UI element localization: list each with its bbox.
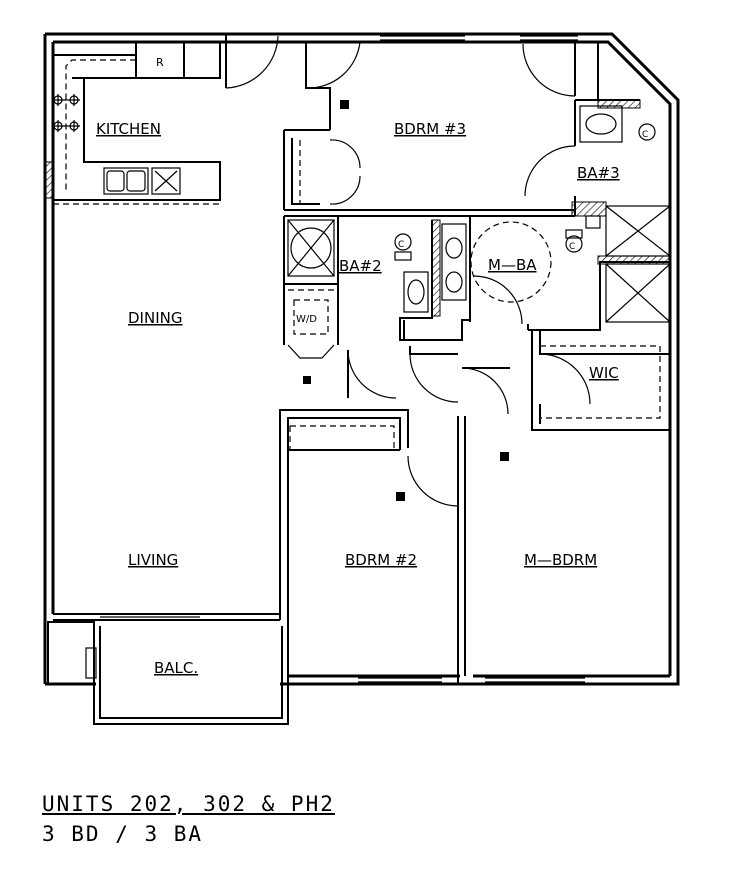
- bed-bath-caption: 3 BD / 3 BA: [42, 822, 204, 846]
- room-label-bedroom-2: BDRM #2: [345, 551, 417, 569]
- kitchen-sink-icon: [103, 167, 149, 195]
- room-label-bath-3: BA#3: [577, 164, 620, 182]
- kitchen: [52, 41, 221, 205]
- room-label-bath-2: BA#2: [339, 257, 382, 275]
- exterior-walls: [43, 32, 680, 686]
- dishwasher-icon: [151, 167, 181, 195]
- room-label-balcony: BALC.: [154, 659, 198, 677]
- bedroom-2-walls: [279, 409, 466, 684]
- bedroom-3-walls: [283, 41, 641, 217]
- room-label-kitchen: KITCHEN: [96, 120, 161, 138]
- units-caption: UNITS 202, 302 & PH2: [42, 792, 335, 816]
- bath-3: C: [524, 100, 656, 217]
- svg-text:C: C: [569, 242, 575, 252]
- svg-text:C: C: [398, 240, 404, 250]
- bath-2: C: [337, 216, 441, 399]
- room-label-master-bedroom: M—BDRM: [524, 551, 597, 569]
- svg-text:C: C: [642, 130, 648, 140]
- room-label-master-bath: M—BA: [488, 256, 537, 274]
- washer-dryer-label: W/D: [296, 314, 317, 325]
- hall-doors: [403, 319, 670, 431]
- room-label-dining: DINING: [128, 309, 182, 327]
- cooktop-icon: [52, 94, 80, 132]
- room-label-living: LIVING: [128, 551, 178, 569]
- master-bath: C: [441, 205, 671, 331]
- entry-door: [225, 34, 279, 89]
- room-label-bedroom-3: BDRM #3: [394, 120, 466, 138]
- room-label-wic: WIC: [589, 364, 619, 382]
- refrigerator-label: R: [156, 56, 164, 69]
- hall-utility: [283, 216, 339, 359]
